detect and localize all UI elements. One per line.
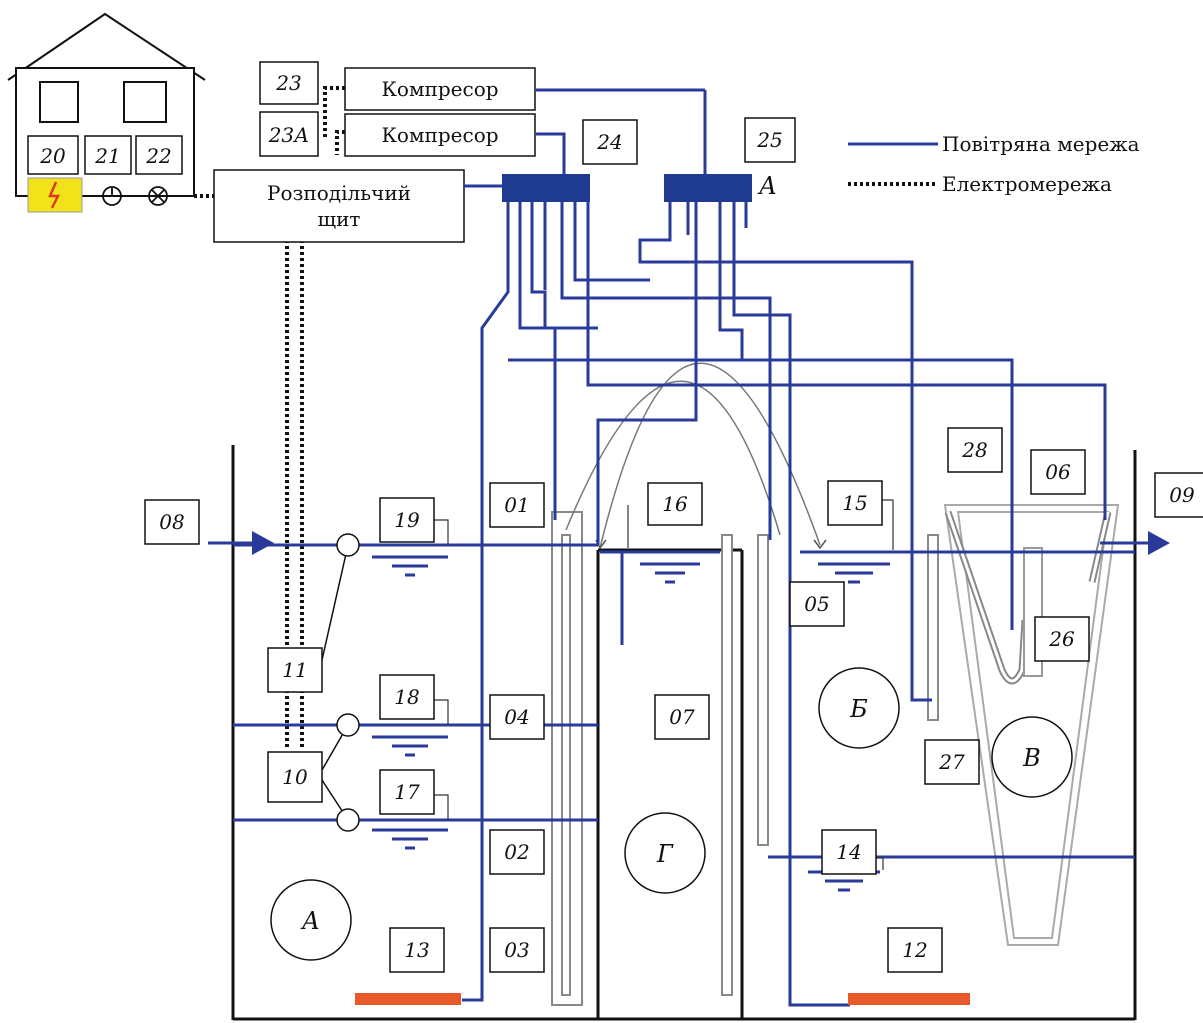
label-20: 20	[39, 144, 66, 168]
label-box-23a	[259, 111, 319, 157]
compressor-2	[344, 113, 536, 157]
label-14: 14	[836, 840, 861, 864]
label-23: 23	[275, 71, 301, 95]
label-25: 25	[756, 128, 782, 152]
zone-a-letter: А	[300, 907, 320, 935]
manifold-25	[664, 174, 752, 202]
label-02: 02	[504, 840, 529, 864]
label-27: 27	[938, 750, 965, 774]
panel-line-1: Розподільчий	[267, 181, 411, 205]
label-19: 19	[394, 508, 420, 532]
label-05: 05	[804, 592, 829, 616]
lightning-icon	[27, 177, 83, 213]
label-18: 18	[394, 685, 419, 709]
zone-v-letter: В	[1022, 744, 1041, 772]
label-22: 22	[145, 144, 171, 168]
label-10: 10	[282, 765, 308, 789]
air-lines	[208, 88, 1150, 1007]
arrow-09	[1148, 531, 1170, 555]
airlift-tubes	[551, 511, 939, 1006]
manifold-letter-a: А	[757, 172, 777, 200]
settler-cone	[943, 504, 1120, 946]
label-09: 09	[1169, 483, 1195, 507]
tank-walls	[231, 445, 1137, 1021]
manifold-24	[502, 174, 590, 202]
compressor-1	[344, 67, 536, 111]
zone-g	[624, 812, 706, 894]
label-28: 28	[961, 438, 987, 462]
label-17: 17	[394, 780, 420, 804]
compressor-1-label: Компресор	[381, 77, 498, 101]
zone-b-letter: Б	[849, 695, 868, 723]
label-08: 08	[159, 510, 184, 534]
panel-line-2: щит	[318, 207, 361, 231]
label-24: 24	[596, 130, 622, 154]
lamp-icon	[148, 186, 168, 206]
label-16: 16	[662, 492, 688, 516]
arrow-08	[252, 531, 274, 555]
label-07: 07	[669, 705, 695, 729]
label-11: 11	[282, 658, 307, 682]
label-21: 21	[94, 144, 120, 168]
power-lines	[194, 86, 345, 750]
clock-icon	[102, 186, 122, 206]
float-switches	[321, 533, 360, 832]
label-box-23	[259, 61, 319, 105]
label-03: 03	[504, 938, 529, 962]
label-23a: 23А	[268, 123, 310, 147]
house: 20 21 22	[7, 12, 206, 213]
legend-air-label: Повітряна мережа	[942, 132, 1140, 156]
zone-v	[991, 716, 1073, 798]
heater-13	[355, 993, 461, 1005]
zone-b	[818, 667, 900, 749]
distribution-panel	[213, 169, 465, 243]
legend: Повітряна мережа Електромережа	[848, 132, 1140, 196]
label-04: 04	[504, 705, 529, 729]
zone-a	[270, 879, 352, 961]
compressor-2-label: Компресор	[381, 123, 498, 147]
label-01: 01	[504, 493, 529, 517]
label-26: 26	[1048, 627, 1075, 651]
label-12: 12	[902, 938, 927, 962]
legend-power-label: Електромережа	[942, 172, 1112, 196]
label-06: 06	[1045, 460, 1071, 484]
label-13: 13	[404, 938, 429, 962]
heater-12	[848, 993, 970, 1005]
zone-g-letter: Г	[656, 840, 674, 868]
label-15: 15	[842, 491, 867, 515]
